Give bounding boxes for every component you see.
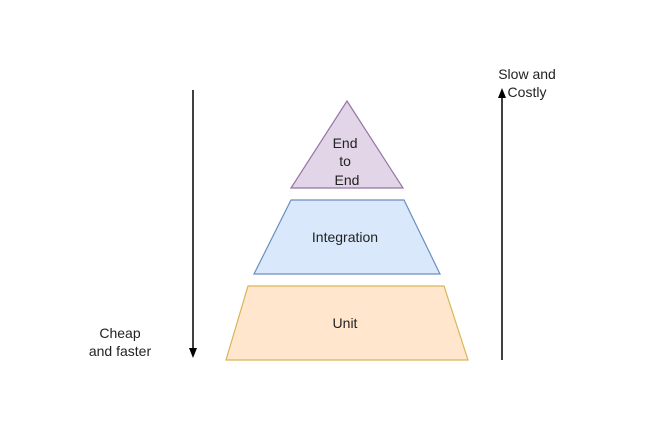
slow-costly-line-2: Costly bbox=[507, 84, 547, 100]
end-to-end-tier bbox=[289, 99, 405, 189]
cheap-faster-line-2: and faster bbox=[88, 343, 152, 359]
integration-label: Integration bbox=[312, 229, 378, 245]
unit-tier bbox=[225, 285, 469, 361]
unit-label: Unit bbox=[333, 315, 358, 331]
slow-costly-line-1: Slow and bbox=[498, 66, 556, 82]
slow-costly-label: Slow and Costly bbox=[477, 65, 577, 101]
integration-tier bbox=[253, 199, 441, 275]
end-to-end-label: End to End bbox=[333, 135, 362, 188]
cheap-faster-label: Cheap and faster bbox=[70, 324, 170, 360]
cheap-faster-line-1: Cheap bbox=[99, 325, 141, 341]
